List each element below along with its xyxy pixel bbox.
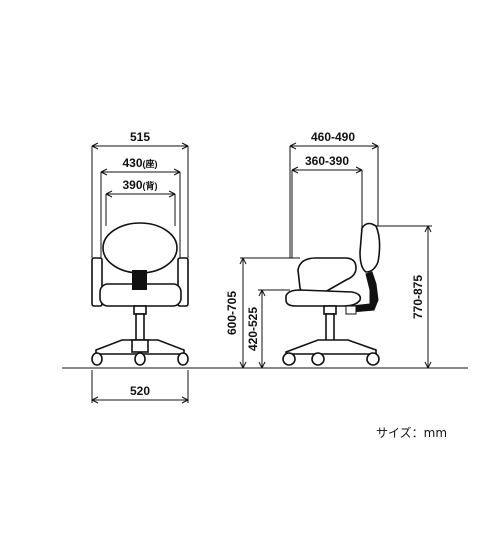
seat-height-label: 420-525 — [246, 307, 260, 351]
back-width-label: 390(背) — [122, 178, 157, 192]
side-gas-column — [323, 305, 337, 315]
unit-label: サイズ：mm — [376, 426, 448, 440]
seat-width-note: (座) — [143, 158, 158, 169]
arm-height-label: 600-705 — [225, 291, 239, 335]
side-seat — [285, 289, 362, 307]
front-view: 515 430(座) 390(背) 520 — [91, 130, 189, 404]
side-base — [285, 339, 377, 355]
side-view: 460-490 360-390 600-705 420-525 — [225, 130, 432, 369]
base-width-label: 520 — [130, 384, 150, 398]
front-caster-right — [177, 352, 189, 366]
back-width-note: (背) — [143, 180, 158, 191]
total-height-label: 770-875 — [411, 275, 425, 319]
front-backrest — [102, 222, 178, 274]
front-caster-left — [91, 352, 103, 366]
seat-depth-label: 360-390 — [305, 154, 349, 168]
front-back-bar — [132, 270, 147, 290]
side-adjust-knob — [345, 305, 357, 315]
front-gas-column — [133, 305, 147, 315]
overall-width-label: 515 — [130, 130, 150, 144]
side-backrest — [359, 222, 381, 273]
side-caster-center — [311, 352, 325, 366]
side-caster-right — [366, 352, 380, 366]
seat-width-label: 430(座) — [122, 156, 157, 170]
side-caster-left — [282, 352, 296, 366]
arm-depth-label: 460-490 — [311, 130, 355, 144]
front-caster-center — [134, 352, 146, 366]
